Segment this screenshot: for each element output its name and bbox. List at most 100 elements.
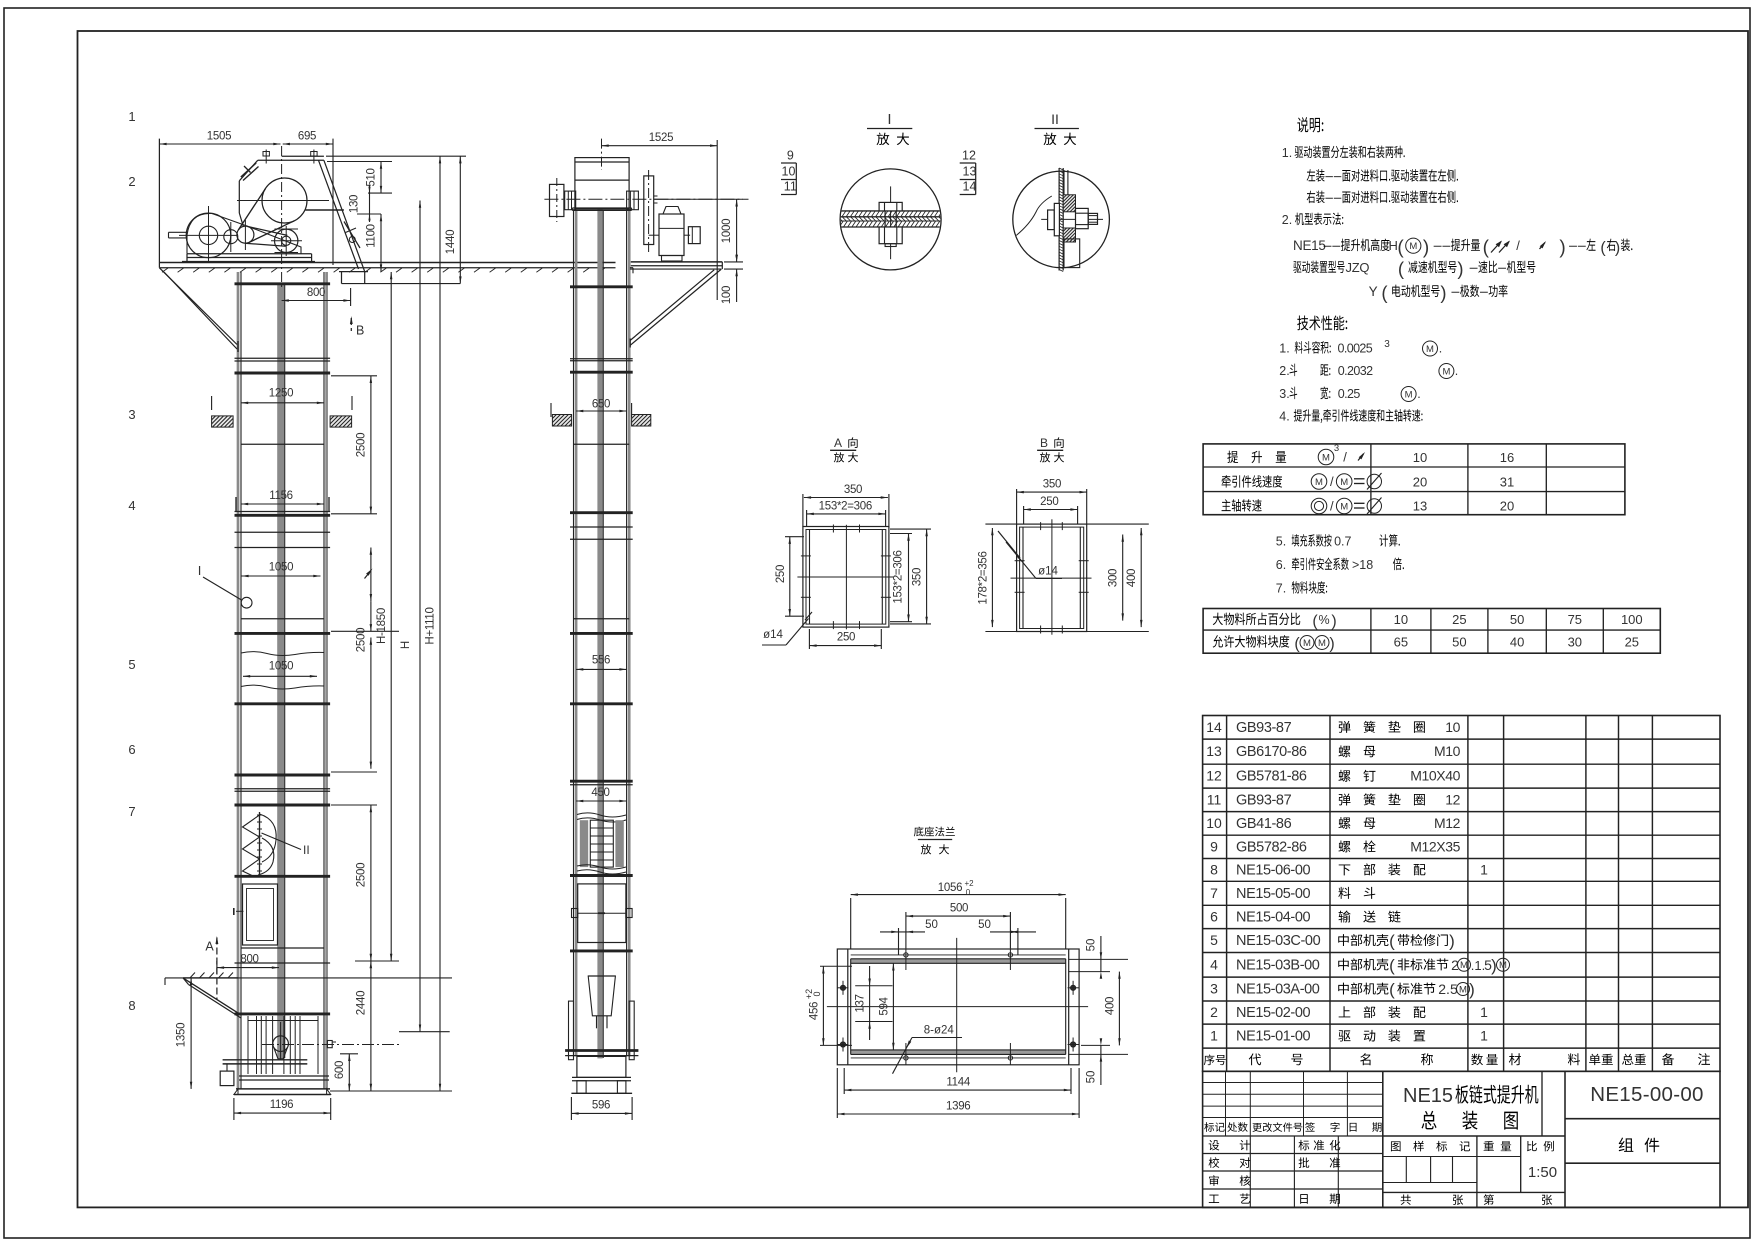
svg-text:500: 500 [950,903,968,915]
svg-text:400: 400 [1126,569,1138,587]
svg-text:1.: 1. [1282,146,1292,160]
svg-text:): ) [1615,240,1620,257]
svg-text:GB5782-86: GB5782-86 [1236,839,1307,855]
svg-text:1350: 1350 [176,1023,188,1047]
svg-text:7: 7 [128,804,135,819]
svg-text:2500: 2500 [355,863,367,887]
svg-text:M: M [1322,452,1330,463]
svg-text:350: 350 [844,484,862,496]
svg-text:NE15-00-00: NE15-00-00 [1590,1083,1704,1106]
svg-text:6: 6 [128,742,135,757]
svg-text:): ) [1331,613,1336,630]
svg-text:250: 250 [775,565,787,583]
svg-text:2: 2 [1451,957,1459,973]
svg-text:100: 100 [721,286,733,304]
svg-text:1196: 1196 [270,1099,294,1111]
svg-text:510: 510 [366,168,378,186]
svg-text:1100: 1100 [366,224,378,248]
svg-text:4: 4 [1210,956,1218,972]
svg-text:M12X35: M12X35 [1410,838,1460,854]
svg-text:NE15-04-00: NE15-04-00 [1236,910,1311,926]
svg-text:1440: 1440 [445,230,457,254]
svg-text:0.25: 0.25 [1338,387,1361,401]
svg-text:9: 9 [787,149,794,163]
svg-text:1000: 1000 [721,219,733,243]
svg-text:1396: 1396 [946,1101,970,1113]
svg-text:2.: 2. [1279,364,1289,378]
svg-text:1156: 1156 [269,490,293,502]
svg-text:31: 31 [1500,475,1514,490]
svg-text:13: 13 [1206,743,1222,759]
svg-text:2.5: 2.5 [1438,981,1458,997]
svg-text:12: 12 [1445,791,1460,807]
svg-text:12: 12 [962,149,976,163]
svg-text:594: 594 [878,996,890,1015]
svg-text:250: 250 [1040,496,1058,508]
svg-text:40: 40 [1510,635,1524,650]
svg-text:(: ( [1398,258,1405,279]
svg-text:NE15-03A-00: NE15-03A-00 [1236,982,1320,998]
svg-text:1250: 1250 [269,388,293,400]
svg-text:A: A [834,436,842,450]
svg-text:B: B [1040,436,1048,450]
svg-text:GB6170-86: GB6170-86 [1236,744,1307,760]
svg-text:100: 100 [1621,612,1643,627]
svg-text:M12: M12 [1434,815,1461,831]
svg-text:M: M [1460,960,1468,971]
svg-text:300: 300 [1108,569,1120,587]
svg-text:5.: 5. [1276,535,1286,549]
svg-text:H: H [1389,238,1398,253]
svg-text:H: H [400,641,412,649]
svg-text:): ) [1440,282,1446,303]
svg-text:596: 596 [592,1100,610,1112]
svg-text:11: 11 [784,180,797,194]
svg-text:M: M [1340,501,1348,512]
svg-text:ø14: ø14 [1038,566,1058,578]
svg-text:137: 137 [855,994,867,1012]
svg-text:1144: 1144 [946,1077,970,1089]
svg-text:I: I [887,111,891,128]
svg-text:NE15-01-00: NE15-01-00 [1236,1029,1311,1045]
svg-text:+2: +2 [804,989,814,999]
svg-text:800: 800 [307,287,325,299]
svg-text:NE15-06-00: NE15-06-00 [1236,862,1311,878]
svg-text:695: 695 [298,131,316,143]
svg-text:3: 3 [1334,443,1339,454]
svg-text:350: 350 [912,568,924,586]
svg-text:2500: 2500 [355,628,367,652]
svg-text:400: 400 [1104,997,1116,1015]
svg-text:(: ( [1389,980,1395,999]
svg-text:10: 10 [1394,612,1408,627]
svg-text:1525: 1525 [649,132,673,144]
svg-text:0.2032: 0.2032 [1338,364,1373,378]
svg-text:B: B [356,324,364,338]
svg-text:JZQ: JZQ [1346,260,1370,275]
svg-text:GB5781-86: GB5781-86 [1236,769,1307,785]
svg-text:10: 10 [782,165,796,179]
svg-text:M: M [1499,960,1507,971]
svg-text:6.: 6. [1276,558,1286,572]
svg-text:2: 2 [128,174,135,189]
svg-text:5: 5 [1210,932,1218,948]
svg-text:M10: M10 [1434,743,1461,759]
svg-text:556: 556 [592,655,610,667]
svg-text:9: 9 [1210,838,1218,854]
svg-text:20: 20 [1500,499,1514,514]
svg-text:(: ( [1294,636,1300,653]
svg-text:.: . [1455,364,1458,378]
svg-text:25: 25 [1452,612,1466,627]
svg-text:%: % [1318,613,1329,627]
svg-text:5: 5 [1484,957,1492,973]
svg-text:): ) [1449,932,1455,951]
svg-text:50: 50 [925,919,938,931]
svg-text:M: M [1303,638,1311,649]
svg-text:153*2=306: 153*2=306 [819,501,872,513]
svg-text:13: 13 [1413,499,1427,514]
svg-text:M: M [1426,344,1434,355]
svg-text:.1.: .1. [1471,958,1485,973]
svg-text:12: 12 [1206,768,1222,784]
svg-text:/: / [1330,474,1334,489]
svg-text:M: M [1315,477,1323,488]
svg-text:10: 10 [1206,815,1222,831]
svg-text:3: 3 [128,407,135,422]
